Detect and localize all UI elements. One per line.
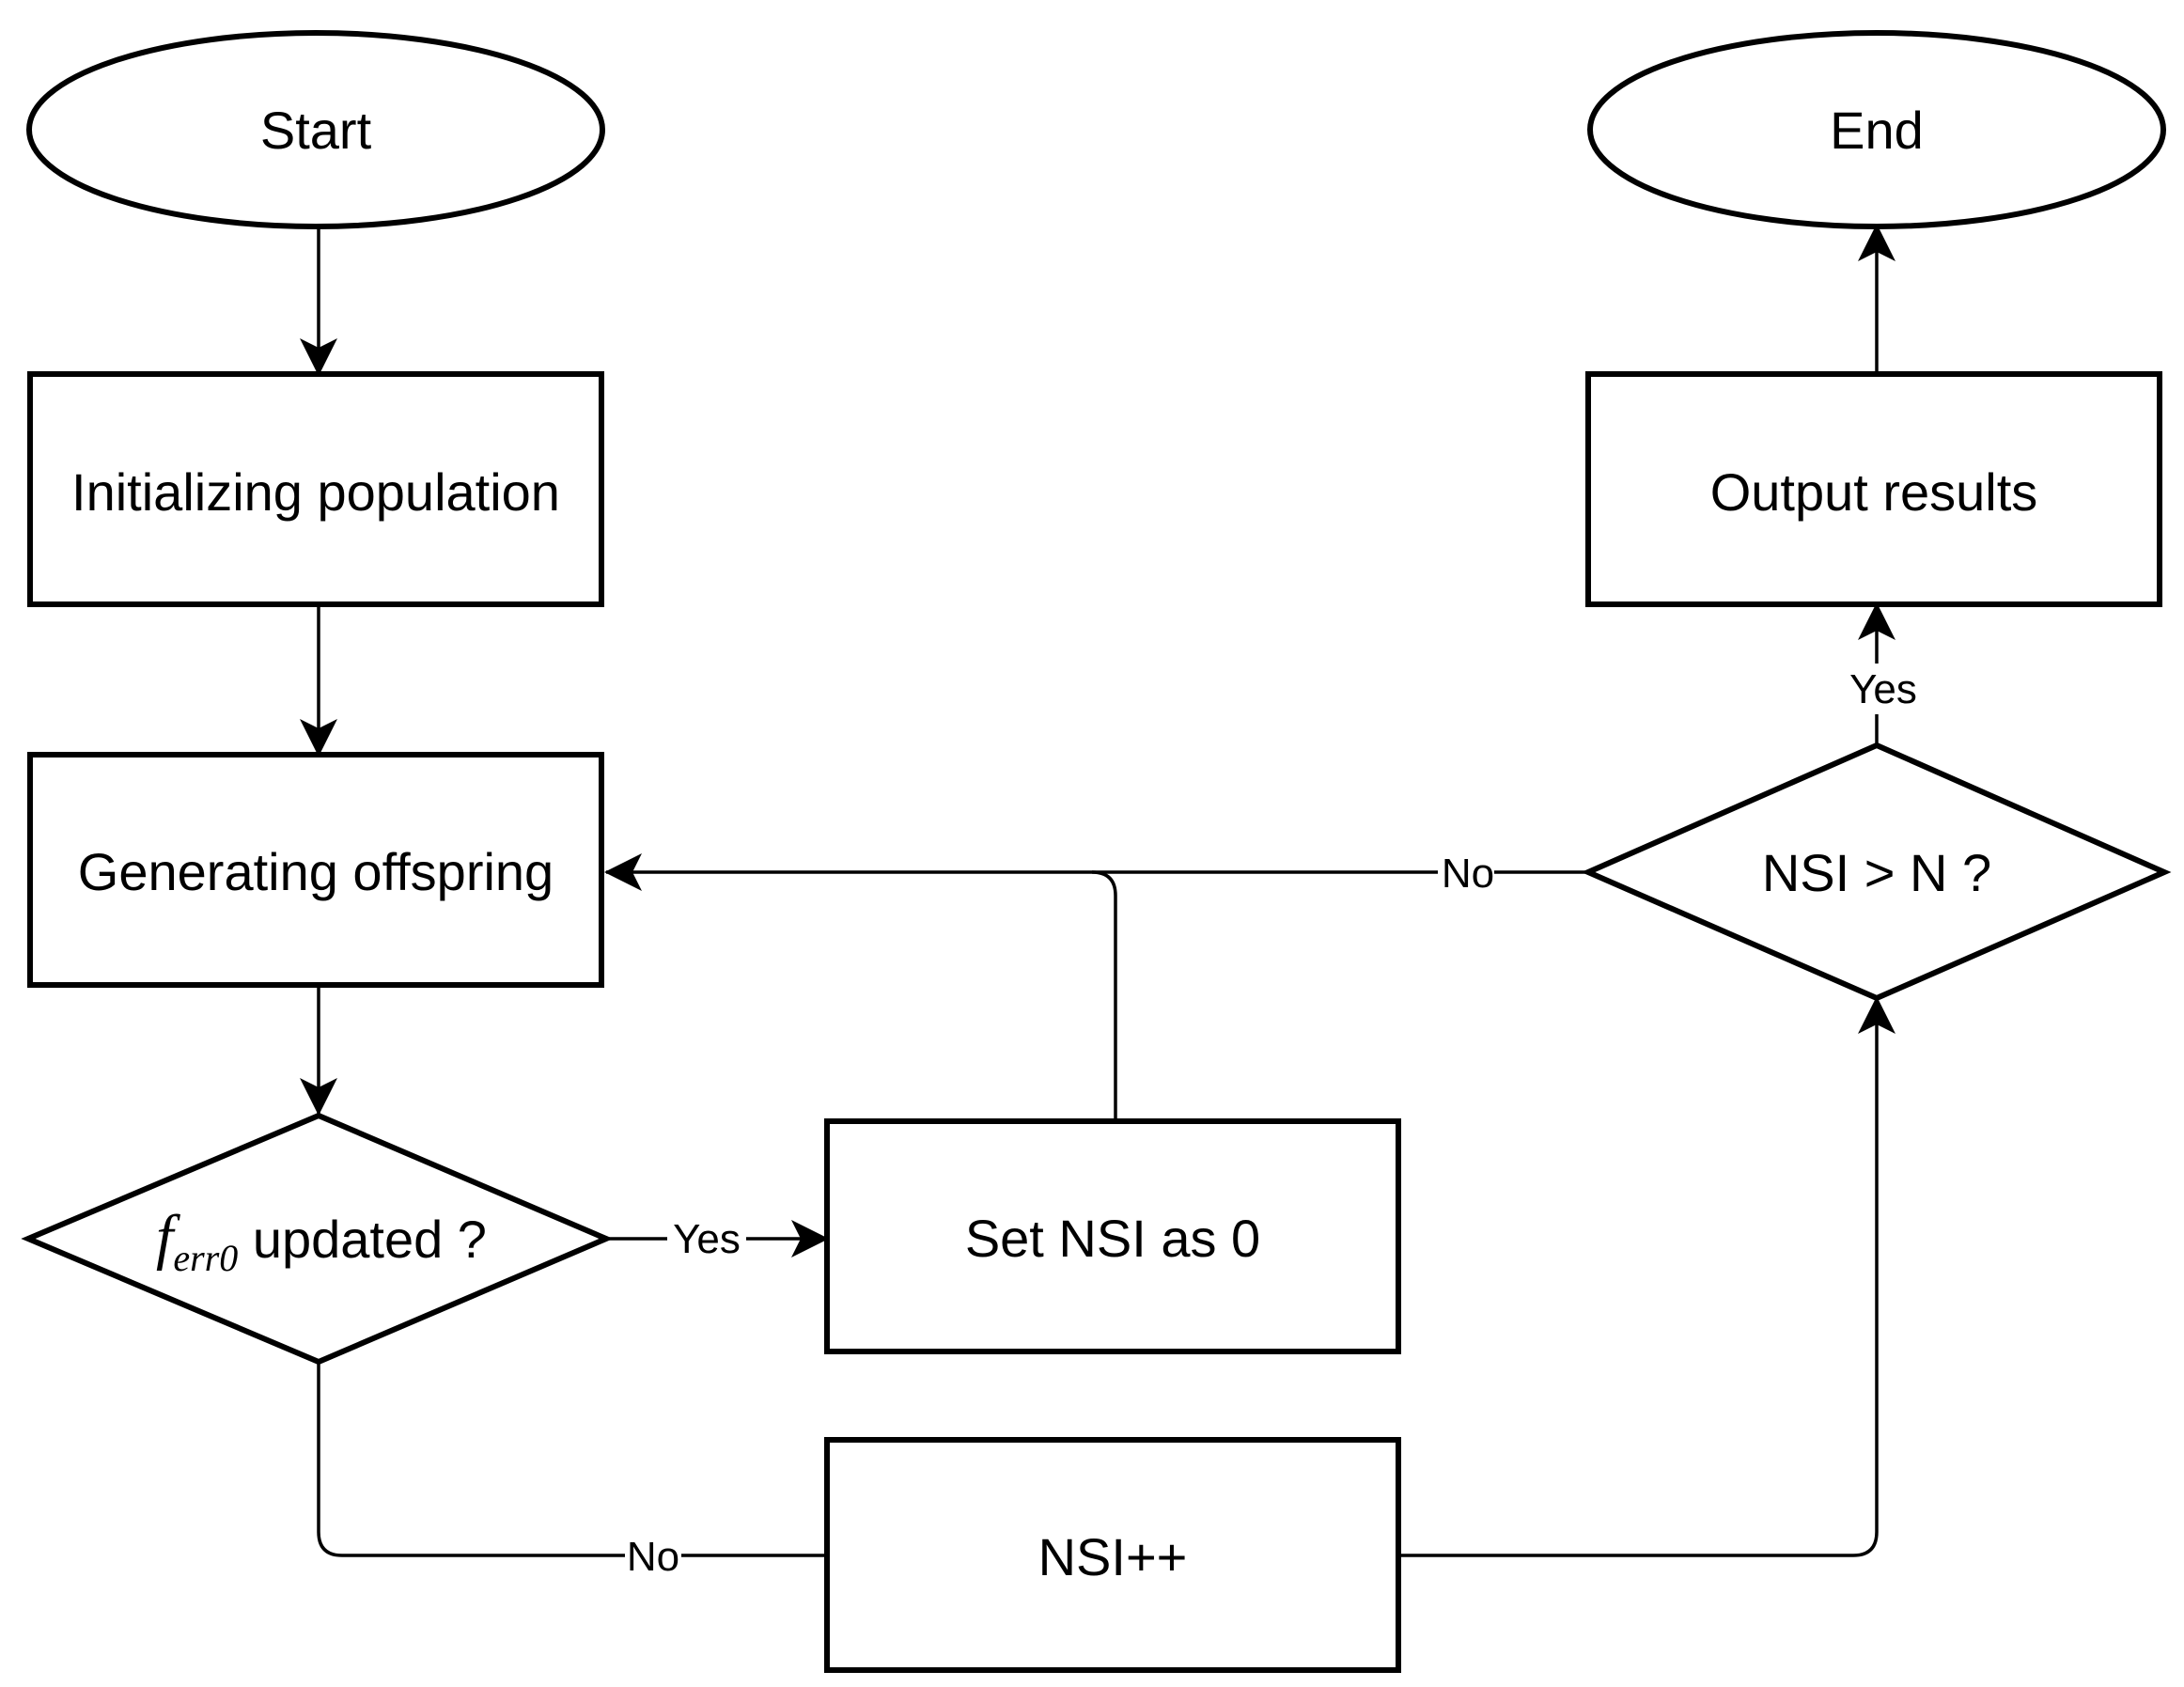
nsi-decision-node: NSI > N ? [1581,742,2172,1002]
nsi-decision-label: NSI > N ? [1762,843,1991,902]
edge-labels: Yes No No Yes [625,664,1921,1581]
start-label: Start [260,101,372,160]
init-label: Initializing population [71,462,560,522]
ferr-decision-node: ferr0 updated ? [21,1112,614,1366]
connectors [300,224,1895,1557]
label-ferr-yes: Yes [673,1216,741,1262]
end-label: End [1830,101,1924,160]
end-node: End [1587,30,2166,229]
edge-ferr-no [317,1363,827,1557]
set-nsi-node: Set NSI as 0 [824,1118,1401,1354]
edge-setnsi-to-generate [1091,870,1117,1121]
set-nsi-label: Set NSI as 0 [965,1209,1260,1268]
nsi-increment-label: NSI++ [1038,1527,1188,1586]
ferr-decision-label: ferr0 updated ? [156,1203,487,1279]
edge-nsiinc-to-decision [1400,996,1895,1557]
label-nsi-yes: Yes [1849,666,1917,712]
start-node: Start [26,30,605,229]
label-nsi-no: No [1442,851,1494,897]
output-node: Output results [1585,371,2162,607]
nsi-increment-node: NSI++ [824,1437,1401,1673]
init-node: Initializing population [27,371,604,607]
generate-node: Generating offspring [27,752,604,988]
ferr-subscript: err0 [173,1237,238,1279]
label-ferr-no: No [627,1534,679,1580]
output-label: Output results [1710,462,2038,522]
ferr-decision-text: updated ? [238,1210,487,1269]
generate-label: Generating offspring [78,842,554,901]
